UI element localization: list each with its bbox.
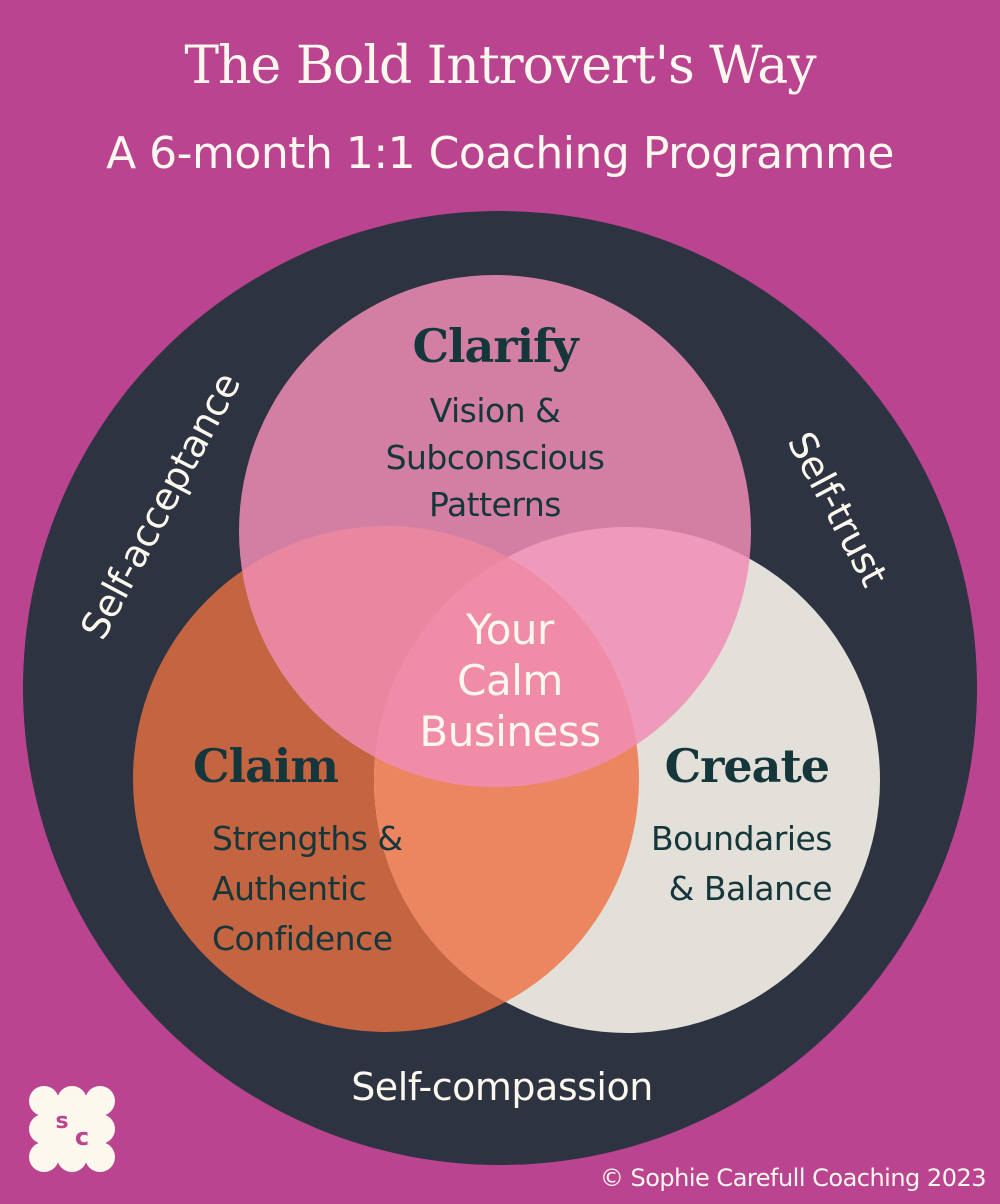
create-line-2: & Balance [669, 869, 832, 908]
logo-sc: S C [29, 1086, 115, 1172]
clarify-line-2: Subconscious [386, 438, 605, 477]
center-line-3: Business [419, 707, 600, 756]
ring-label-self-compassion: Self-compassion [351, 1065, 653, 1109]
logo-cloud-shape [29, 1086, 115, 1172]
logo-letter-s: S [55, 1109, 68, 1134]
clarify-line-3: Patterns [429, 485, 561, 524]
logo-letter-c: C [75, 1123, 89, 1151]
page-subtitle: A 6-month 1:1 Coaching Programme [106, 128, 894, 179]
claim-heading: Claim [193, 739, 338, 793]
center-line-2: Calm [457, 656, 563, 705]
claim-line-1: Strengths & [212, 819, 403, 858]
page-title: The Bold Introvert's Way [184, 36, 816, 96]
create-heading: Create [665, 739, 829, 793]
clarify-heading: Clarify [412, 319, 579, 373]
clarify-line-1: Vision & [430, 391, 561, 430]
claim-line-2: Authentic [212, 869, 366, 908]
create-line-1: Boundaries [651, 819, 832, 858]
copyright-text: © Sophie Carefull Coaching 2023 [599, 1164, 987, 1192]
center-line-1: Your [465, 605, 555, 654]
claim-line-3: Confidence [212, 919, 393, 958]
